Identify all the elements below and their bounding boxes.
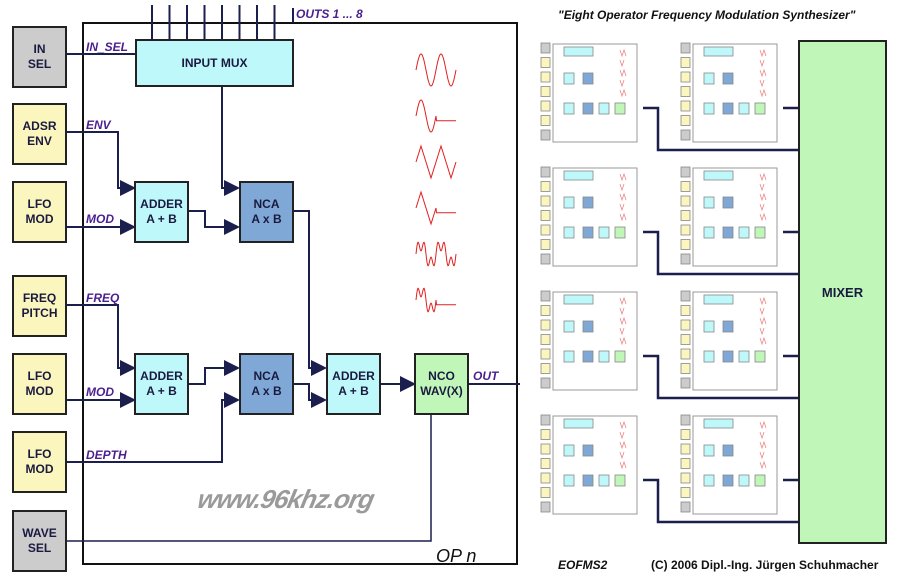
block-label: ADDER (140, 197, 183, 211)
signal-in-sel: IN_SEL (86, 40, 129, 54)
nco-block: NCO WAV(X) (414, 353, 469, 415)
source-lfo-mod-1: LFO MOD (12, 181, 67, 243)
operator-to-mixer-wire (643, 354, 798, 400)
block-label: A x B (251, 384, 282, 398)
block-label: NCA (253, 197, 280, 211)
source-label: LFO (27, 369, 52, 383)
operator-label: OP n (436, 546, 477, 566)
source-wave-sel: WAVE SEL (12, 510, 67, 572)
signal-freq: FREQ (86, 291, 120, 305)
signal-mod-1: MOD (86, 212, 114, 226)
source-label: SEL (27, 57, 52, 71)
source-adsr-env: ADSR ENV (12, 103, 67, 165)
block-label: NCO (428, 369, 455, 383)
source-label: ADSR (22, 119, 57, 133)
block-label: A + B (146, 212, 177, 226)
mixer-label: MIXER (821, 284, 864, 300)
mux-output-lines (151, 5, 276, 39)
block-label: A + B (146, 384, 177, 398)
source-freq-pitch: FREQ PITCH (12, 275, 67, 337)
waveform-complex (415, 241, 457, 267)
source-in-sel: IN SEL (12, 26, 67, 88)
source-label: SEL (27, 541, 52, 555)
operator-thumbnail (680, 40, 780, 145)
adder-block-3: ADDER A + B (326, 353, 381, 415)
adder-block-2: ADDER A + B (134, 353, 189, 415)
source-label: FREQ (22, 291, 57, 305)
signal-env: ENV (86, 118, 111, 132)
source-label: WAVE (22, 526, 57, 540)
watermark-text: www.96khz.org (194, 484, 377, 514)
block-label: ADDER (332, 369, 375, 383)
block-label: NCA (253, 369, 280, 383)
input-mux-block: INPUT MUX (135, 39, 294, 87)
overview-title: "Eight Operator Frequency Modulation Syn… (558, 8, 856, 22)
mixer-wires (643, 106, 798, 524)
operator-thumbnail (540, 40, 640, 145)
waveform-sine-single (415, 99, 456, 133)
source-label: MOD (25, 384, 54, 398)
signal-out: OUT (473, 369, 499, 383)
operator-to-mixer-wire (643, 106, 798, 152)
waveform-triangle-single (415, 190, 456, 226)
block-label: ADDER (140, 369, 183, 383)
block-label: INPUT MUX (181, 55, 248, 70)
source-label: MOD (25, 212, 54, 226)
operator-thumbnail (540, 288, 640, 393)
source-lfo-mod-2: LFO MOD (12, 353, 67, 415)
source-label: MOD (25, 462, 54, 476)
source-label: LFO (27, 447, 52, 461)
block-label: WAV(X) (420, 384, 463, 398)
model-name: EOFMS2 (558, 558, 608, 572)
signal-outs: OUTS 1 ... 8 (296, 7, 363, 21)
operator-thumbnail (540, 412, 640, 517)
source-lfo-mod-3: LFO MOD (12, 431, 67, 493)
operator-thumbnail (680, 412, 780, 517)
operator-frame (82, 22, 518, 565)
source-label: PITCH (21, 306, 58, 320)
block-label: A x B (251, 212, 282, 226)
mixer-block: MIXER (798, 40, 887, 544)
signal-depth: DEPTH (86, 448, 127, 462)
operator-thumbnail (680, 164, 780, 269)
block-label: A + B (338, 384, 369, 398)
source-label: ENV (27, 134, 52, 148)
source-label: IN (33, 42, 46, 56)
adder-block-1: ADDER A + B (134, 181, 189, 243)
waveform-triangle (415, 144, 457, 180)
operator-to-mixer-wire (643, 478, 798, 524)
operator-thumbnail (680, 288, 780, 393)
waveform-sine (415, 53, 457, 87)
operator-to-mixer-wire (643, 230, 798, 276)
waveform-complex-single (415, 287, 456, 313)
signal-mod-2: MOD (86, 385, 114, 399)
source-label: LFO (27, 197, 52, 211)
copyright-text: (C) 2006 Dipl.-Ing. Jürgen Schuhmacher (651, 558, 879, 572)
waveform-previews (415, 53, 457, 313)
nca-block-2: NCA A x B (239, 353, 294, 415)
operator-thumbnail (540, 164, 640, 269)
nca-block-1: NCA A x B (239, 181, 294, 243)
